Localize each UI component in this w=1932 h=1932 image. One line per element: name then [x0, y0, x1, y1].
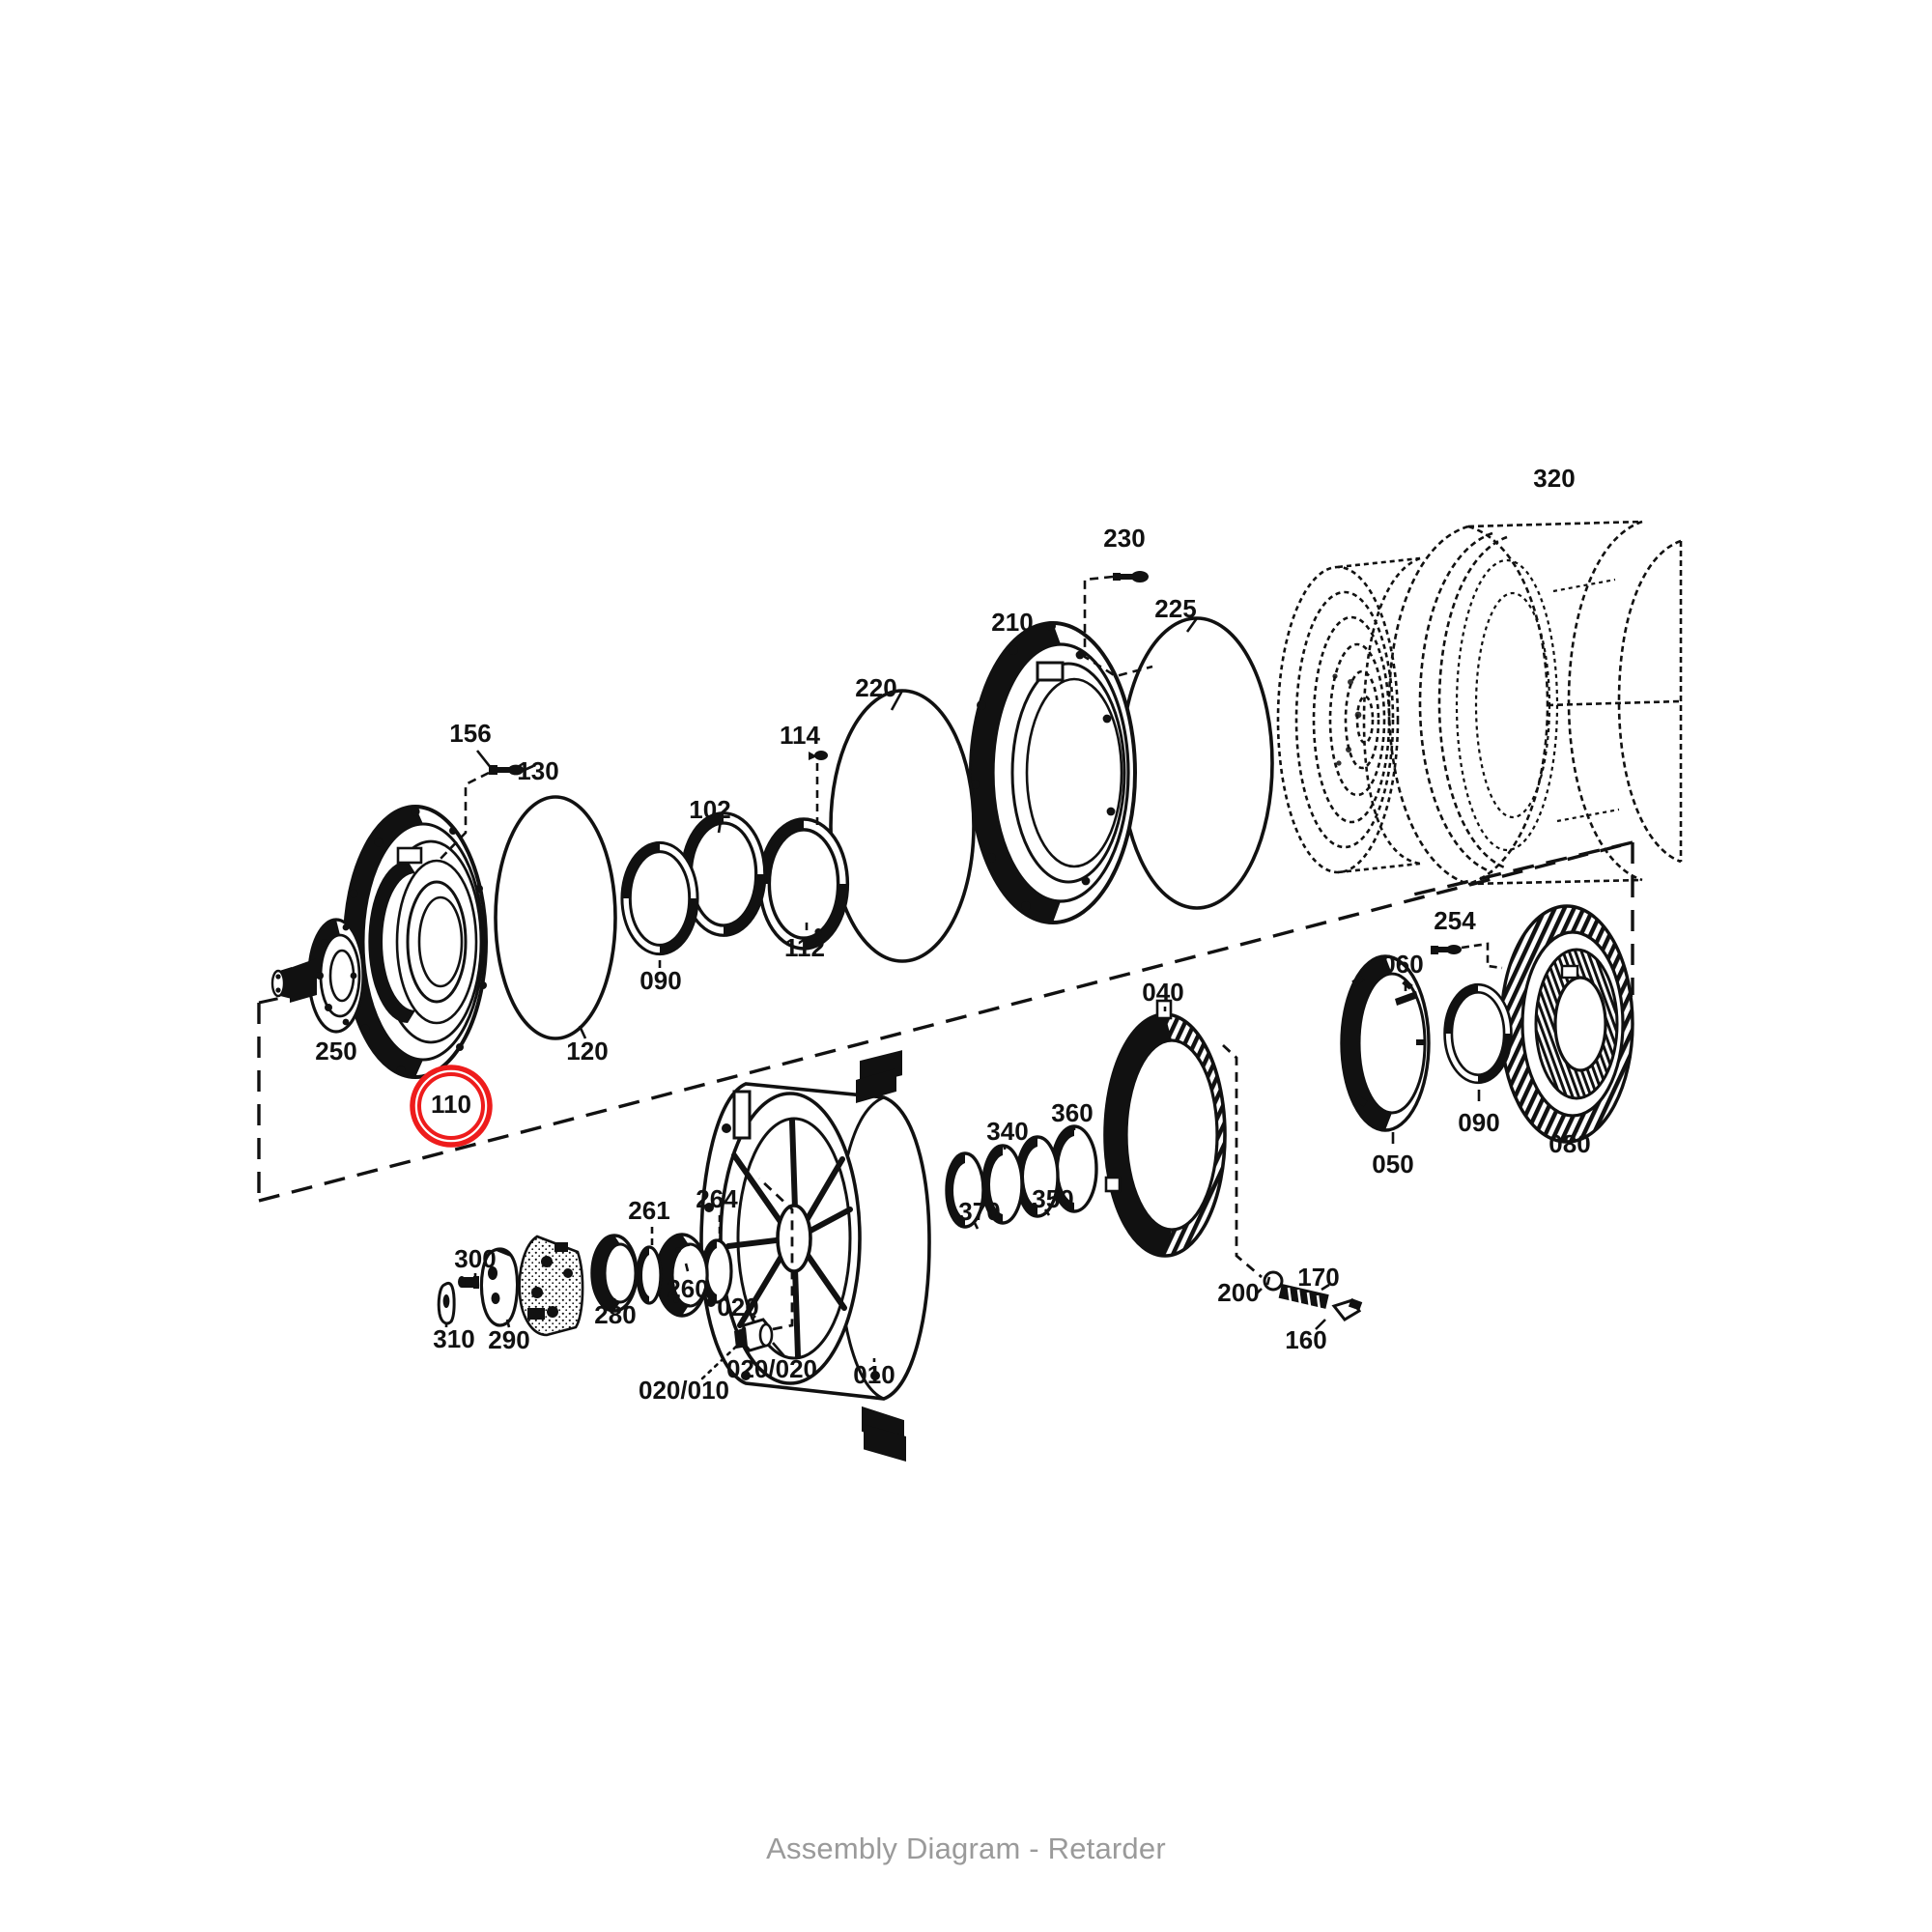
part-210-flange-ring	[969, 621, 1137, 924]
part-260-bearing	[655, 1233, 709, 1318]
highlight-ring-110	[410, 1065, 493, 1148]
callout-line-160	[1315, 1319, 1326, 1330]
callout-label-250: 250	[315, 1037, 356, 1065]
callout-line-020	[751, 1315, 756, 1321]
callout-label-200: 200	[1217, 1278, 1259, 1307]
part-080-stator-disc	[1499, 904, 1634, 1144]
part-010-bell-housing	[699, 1050, 931, 1462]
callout-label-040: 040	[1142, 978, 1183, 1007]
callout-label-170: 170	[1297, 1263, 1339, 1292]
callout-line-200	[1255, 1288, 1263, 1295]
part-110-retarder-housing	[343, 805, 488, 1079]
callout-label-layer: 156 130 250 110 120 090 102 112 114 220 210 230 225 3…	[315, 464, 1590, 1405]
part-370-washer	[945, 1151, 985, 1229]
part-290-cam-plate	[479, 1247, 520, 1327]
callout-label-020: 020	[717, 1293, 758, 1321]
callout-line-102	[717, 820, 723, 834]
callout-label-112: 112	[784, 933, 825, 962]
callout-label-310: 310	[433, 1324, 474, 1353]
callout-label-020/020: 020/020	[726, 1354, 817, 1383]
callout-label-110: 110	[431, 1090, 471, 1119]
part-114-pin	[809, 751, 828, 760]
callout-label-300: 300	[454, 1244, 496, 1273]
callout-label-010: 010	[853, 1360, 895, 1389]
part-040-brake-rotor	[1103, 999, 1227, 1258]
callout-line-156	[475, 750, 494, 770]
part-060-pin	[1395, 991, 1418, 1006]
callout-label-114: 114	[780, 721, 820, 750]
callout-label-230: 230	[1103, 524, 1145, 553]
part-120-disc	[494, 795, 617, 1040]
callout-line-130-to-housing	[439, 771, 490, 861]
callout-line-170	[1321, 1283, 1330, 1292]
part-320-converter-housing	[1387, 520, 1683, 886]
callout-label-225: 225	[1154, 594, 1196, 623]
part-261-washer	[636, 1245, 663, 1305]
callout-label-130: 130	[517, 756, 558, 785]
assembly-group-boundary	[257, 840, 1634, 1203]
callout-label-280: 280	[594, 1300, 636, 1329]
callout-line-220	[890, 690, 904, 711]
callout-label-264: 264	[696, 1184, 738, 1213]
part-020-fitting	[734, 1318, 774, 1352]
part-225-disc	[1120, 616, 1274, 910]
callout-label-360: 360	[1051, 1098, 1093, 1127]
callout-label-050: 050	[1372, 1150, 1413, 1179]
callout-line-120	[578, 1025, 587, 1039]
callout-label-156: 156	[449, 719, 491, 748]
callout-label-340: 340	[986, 1117, 1028, 1146]
callout-label-020/010: 020/010	[639, 1376, 729, 1405]
callout-line-290	[505, 1319, 511, 1328]
callout-line-225	[1185, 617, 1199, 633]
callout-label-060: 060	[1381, 950, 1423, 979]
callout-line-020-010	[699, 1345, 738, 1381]
callout-label-160: 160	[1285, 1325, 1326, 1354]
part-170-spring-pin	[1278, 1283, 1329, 1311]
callout-label-080: 080	[1548, 1129, 1590, 1158]
callout-line-130	[524, 764, 534, 772]
part-112-ring	[757, 817, 850, 951]
part-254-bolt	[1431, 945, 1462, 954]
callout-label-090u: 090	[639, 966, 681, 995]
part-200-nut	[1263, 1270, 1284, 1292]
callout-label-260: 260	[667, 1274, 708, 1303]
part-160-fitting	[1331, 1298, 1363, 1321]
callout-line-370	[972, 1220, 980, 1230]
part-300-bolt	[458, 1276, 479, 1289]
callout-label-370: 370	[958, 1197, 1000, 1226]
part-pump-cluster	[518, 1235, 584, 1337]
part-340-washer	[981, 1144, 1024, 1225]
callout-line-040-to-170	[1222, 1043, 1263, 1279]
part-310-key	[437, 1281, 456, 1325]
diagram-caption: Assembly Diagram - Retarder	[766, 1832, 1166, 1865]
callout-label-090l: 090	[1458, 1108, 1499, 1137]
callout-label-120: 120	[566, 1037, 608, 1065]
callout-label-290: 290	[488, 1325, 529, 1354]
callout-line-020-020	[772, 1342, 785, 1357]
callout-label-350: 350	[1032, 1184, 1073, 1213]
callout-label-220: 220	[855, 673, 896, 702]
callout-line-254	[1461, 942, 1503, 970]
callout-label-210: 210	[991, 608, 1033, 637]
part-torque-converter	[1276, 556, 1421, 874]
callout-line-230	[1083, 575, 1153, 678]
callout-line-350	[1043, 1208, 1051, 1216]
callout-label-102: 102	[689, 795, 730, 824]
part-250-input-hub	[270, 918, 365, 1034]
part-090-lower-ring	[1443, 982, 1513, 1085]
part-090-upper-ring	[620, 840, 699, 956]
part-130-bolt	[489, 764, 524, 776]
part-280-flange-ring	[590, 1234, 639, 1313]
callout-label-261: 261	[628, 1196, 669, 1225]
callout-line-260	[684, 1263, 690, 1272]
part-050-toothed-ring	[1340, 954, 1431, 1132]
callout-label-320: 320	[1533, 464, 1575, 493]
callout-label-254: 254	[1434, 906, 1476, 935]
part-230-bolt	[1113, 571, 1149, 582]
part-220-disc	[829, 689, 976, 963]
